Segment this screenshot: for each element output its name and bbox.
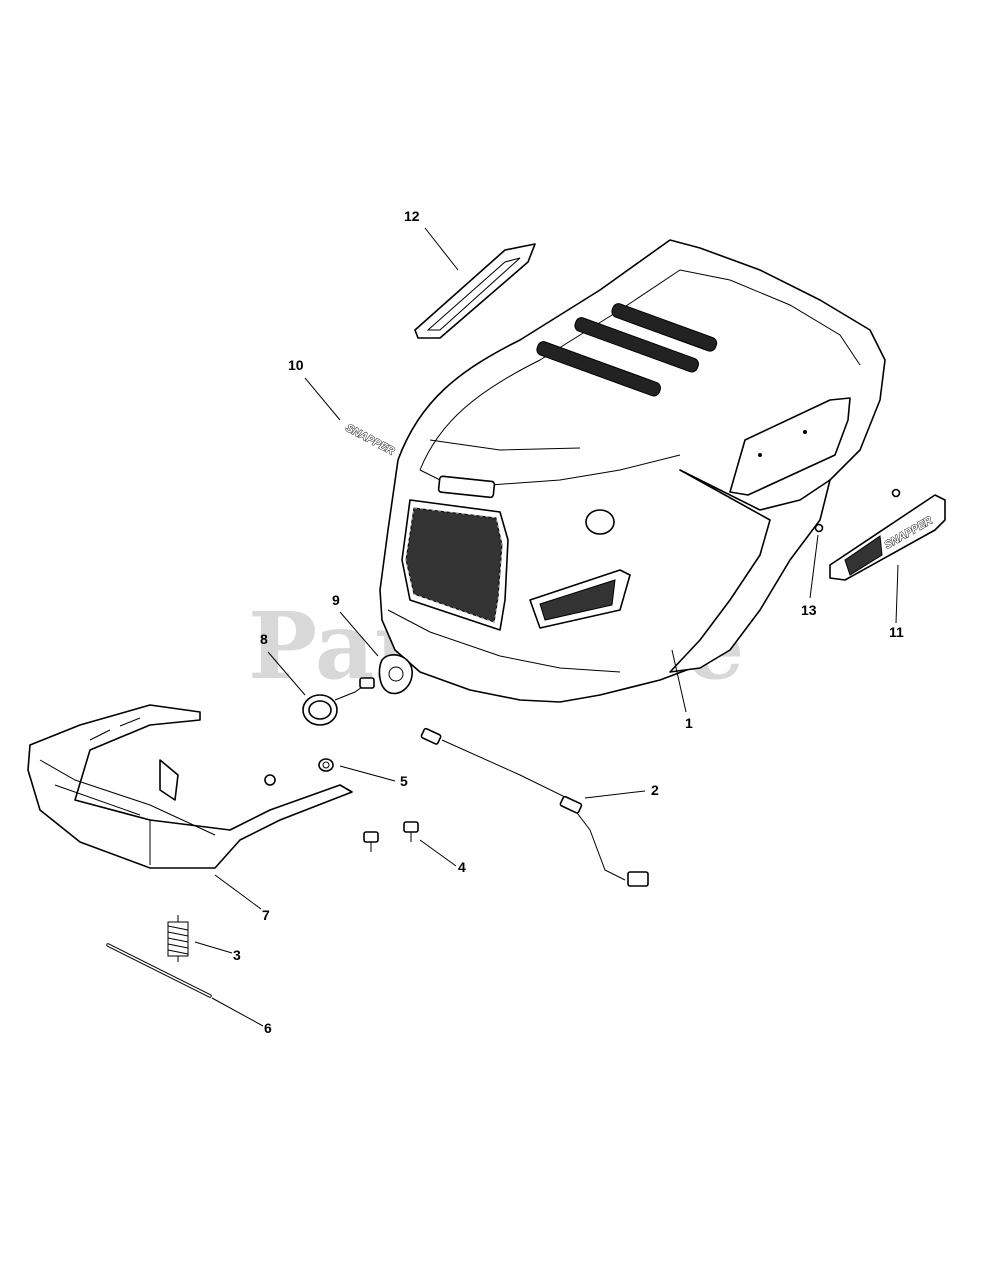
extension-spring[interactable] bbox=[167, 915, 189, 962]
top-vent-insert[interactable] bbox=[414, 243, 536, 339]
bumper[interactable] bbox=[27, 704, 353, 869]
side-grille[interactable]: SNAPPER bbox=[829, 494, 946, 581]
snapper-decal[interactable]: SNAPPER bbox=[343, 422, 397, 458]
callout-6[interactable]: 6 bbox=[264, 1020, 272, 1036]
callout-8[interactable]: 8 bbox=[260, 631, 268, 647]
clip[interactable] bbox=[318, 758, 334, 772]
callout-13[interactable]: 13 bbox=[801, 602, 817, 618]
hood-vents bbox=[536, 303, 718, 397]
callout-4[interactable]: 4 bbox=[458, 859, 466, 875]
hood-front-grille bbox=[401, 499, 509, 631]
nut[interactable] bbox=[814, 488, 901, 533]
bolt[interactable] bbox=[363, 821, 419, 852]
headlight[interactable] bbox=[302, 677, 375, 726]
callout-2[interactable]: 2 bbox=[651, 782, 659, 798]
hood-lower-grille bbox=[529, 569, 631, 629]
rod[interactable] bbox=[106, 943, 212, 998]
hood[interactable] bbox=[379, 239, 886, 703]
callouts: 1 2 3 4 5 6 7 8 9 10 11 12 13 bbox=[233, 208, 904, 1036]
callout-12[interactable]: 12 bbox=[404, 208, 420, 224]
callout-7[interactable]: 7 bbox=[262, 907, 270, 923]
wire-harness[interactable] bbox=[420, 727, 649, 887]
callout-3[interactable]: 3 bbox=[233, 947, 241, 963]
callout-5[interactable]: 5 bbox=[400, 773, 408, 789]
decal-text: SNAPPER bbox=[344, 422, 397, 458]
callout-11[interactable]: 11 bbox=[889, 624, 904, 640]
callout-1[interactable]: 1 bbox=[685, 715, 693, 731]
callout-9[interactable]: 9 bbox=[332, 592, 340, 608]
light-bracket[interactable] bbox=[378, 654, 413, 695]
callout-10[interactable]: 10 bbox=[288, 357, 304, 373]
leader-lines bbox=[194, 227, 899, 1027]
